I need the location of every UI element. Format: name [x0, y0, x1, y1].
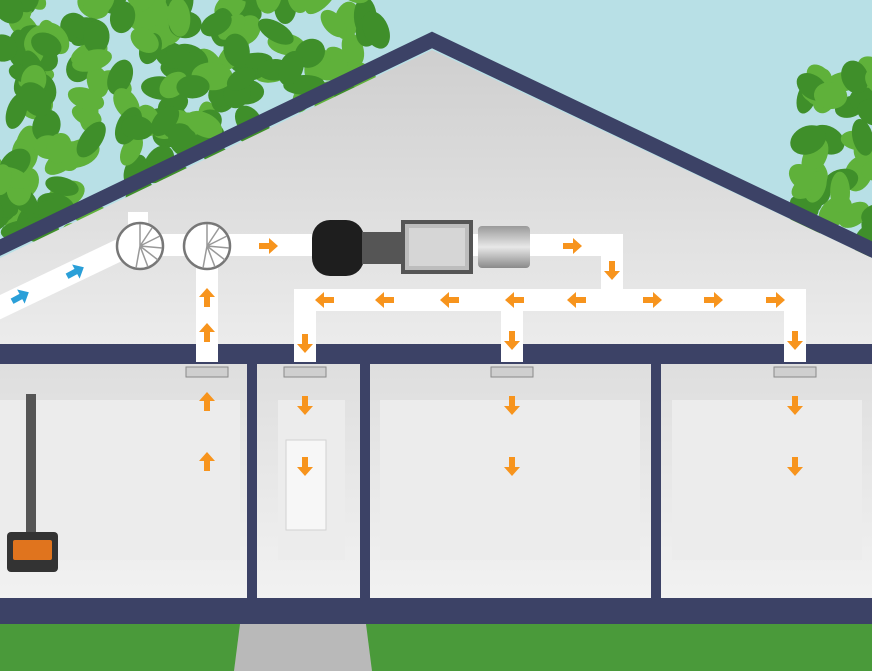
leaf: [305, 0, 338, 15]
leaf: [320, 9, 347, 38]
leaf: [788, 163, 817, 191]
leaf: [0, 0, 24, 24]
leaf: [31, 32, 62, 58]
leaf: [790, 125, 826, 155]
supply-vent-3: [773, 366, 817, 378]
room-1-back-wall: [0, 400, 240, 560]
leaf: [257, 18, 294, 45]
leaf: [851, 118, 872, 156]
leaf: [185, 110, 223, 139]
leaf: [0, 164, 12, 196]
room-4-back-wall: [672, 400, 862, 560]
leaf: [0, 34, 18, 62]
leaf: [121, 115, 154, 140]
leaf: [217, 14, 246, 40]
leaf: [861, 203, 872, 228]
ceiling-vents: [185, 366, 817, 378]
closet-door: [285, 439, 327, 531]
walkway: [234, 624, 372, 671]
damper-2: [182, 221, 232, 271]
leaf: [861, 160, 872, 181]
leaf: [167, 0, 191, 37]
leaf: [226, 67, 256, 91]
leaf: [72, 49, 112, 72]
leaf: [109, 1, 136, 34]
damper-1: [115, 221, 165, 271]
stove-window: [13, 540, 52, 560]
leaf: [318, 59, 348, 81]
leaf: [362, 11, 390, 49]
main-duct: [125, 234, 623, 300]
leaf: [176, 75, 210, 99]
leaf: [107, 59, 134, 95]
leaf: [278, 50, 304, 86]
leaf: [165, 45, 201, 75]
duct-connector: [478, 226, 530, 268]
leaf: [841, 60, 869, 94]
fan-coupler: [362, 232, 406, 264]
leaf: [830, 171, 851, 213]
ceiling-beam: [0, 344, 872, 364]
leaf: [223, 33, 250, 68]
tree-right: [788, 56, 872, 258]
leaf: [130, 27, 159, 53]
leaf: [126, 0, 156, 10]
leaf: [200, 11, 232, 37]
leaf: [287, 0, 311, 14]
room-3-back-wall: [380, 400, 640, 560]
supply-vent-2: [490, 366, 534, 378]
supply-vent-1: [283, 366, 327, 378]
wall-2: [360, 362, 370, 602]
leaf: [255, 0, 282, 14]
filter-box-face: [409, 228, 465, 266]
roof: [0, 31, 872, 258]
leaf: [19, 82, 52, 117]
inline-fan: [312, 220, 364, 276]
leaf: [32, 109, 61, 143]
leaf: [274, 0, 297, 25]
leaf: [45, 176, 79, 196]
stove-pipe: [26, 394, 36, 536]
leaf: [83, 20, 110, 54]
leaf: [813, 82, 848, 110]
return-vent: [185, 366, 229, 378]
leaf: [15, 0, 47, 10]
wall-1: [247, 362, 257, 602]
leaf: [67, 87, 105, 111]
leaf: [45, 133, 72, 164]
leaf: [76, 121, 106, 158]
wall-3: [651, 362, 661, 602]
floor-beam: [0, 598, 872, 624]
leaf: [86, 66, 109, 98]
grass: [0, 624, 872, 671]
leaf: [857, 98, 872, 126]
leaf: [83, 0, 115, 18]
leaf: [0, 194, 19, 218]
